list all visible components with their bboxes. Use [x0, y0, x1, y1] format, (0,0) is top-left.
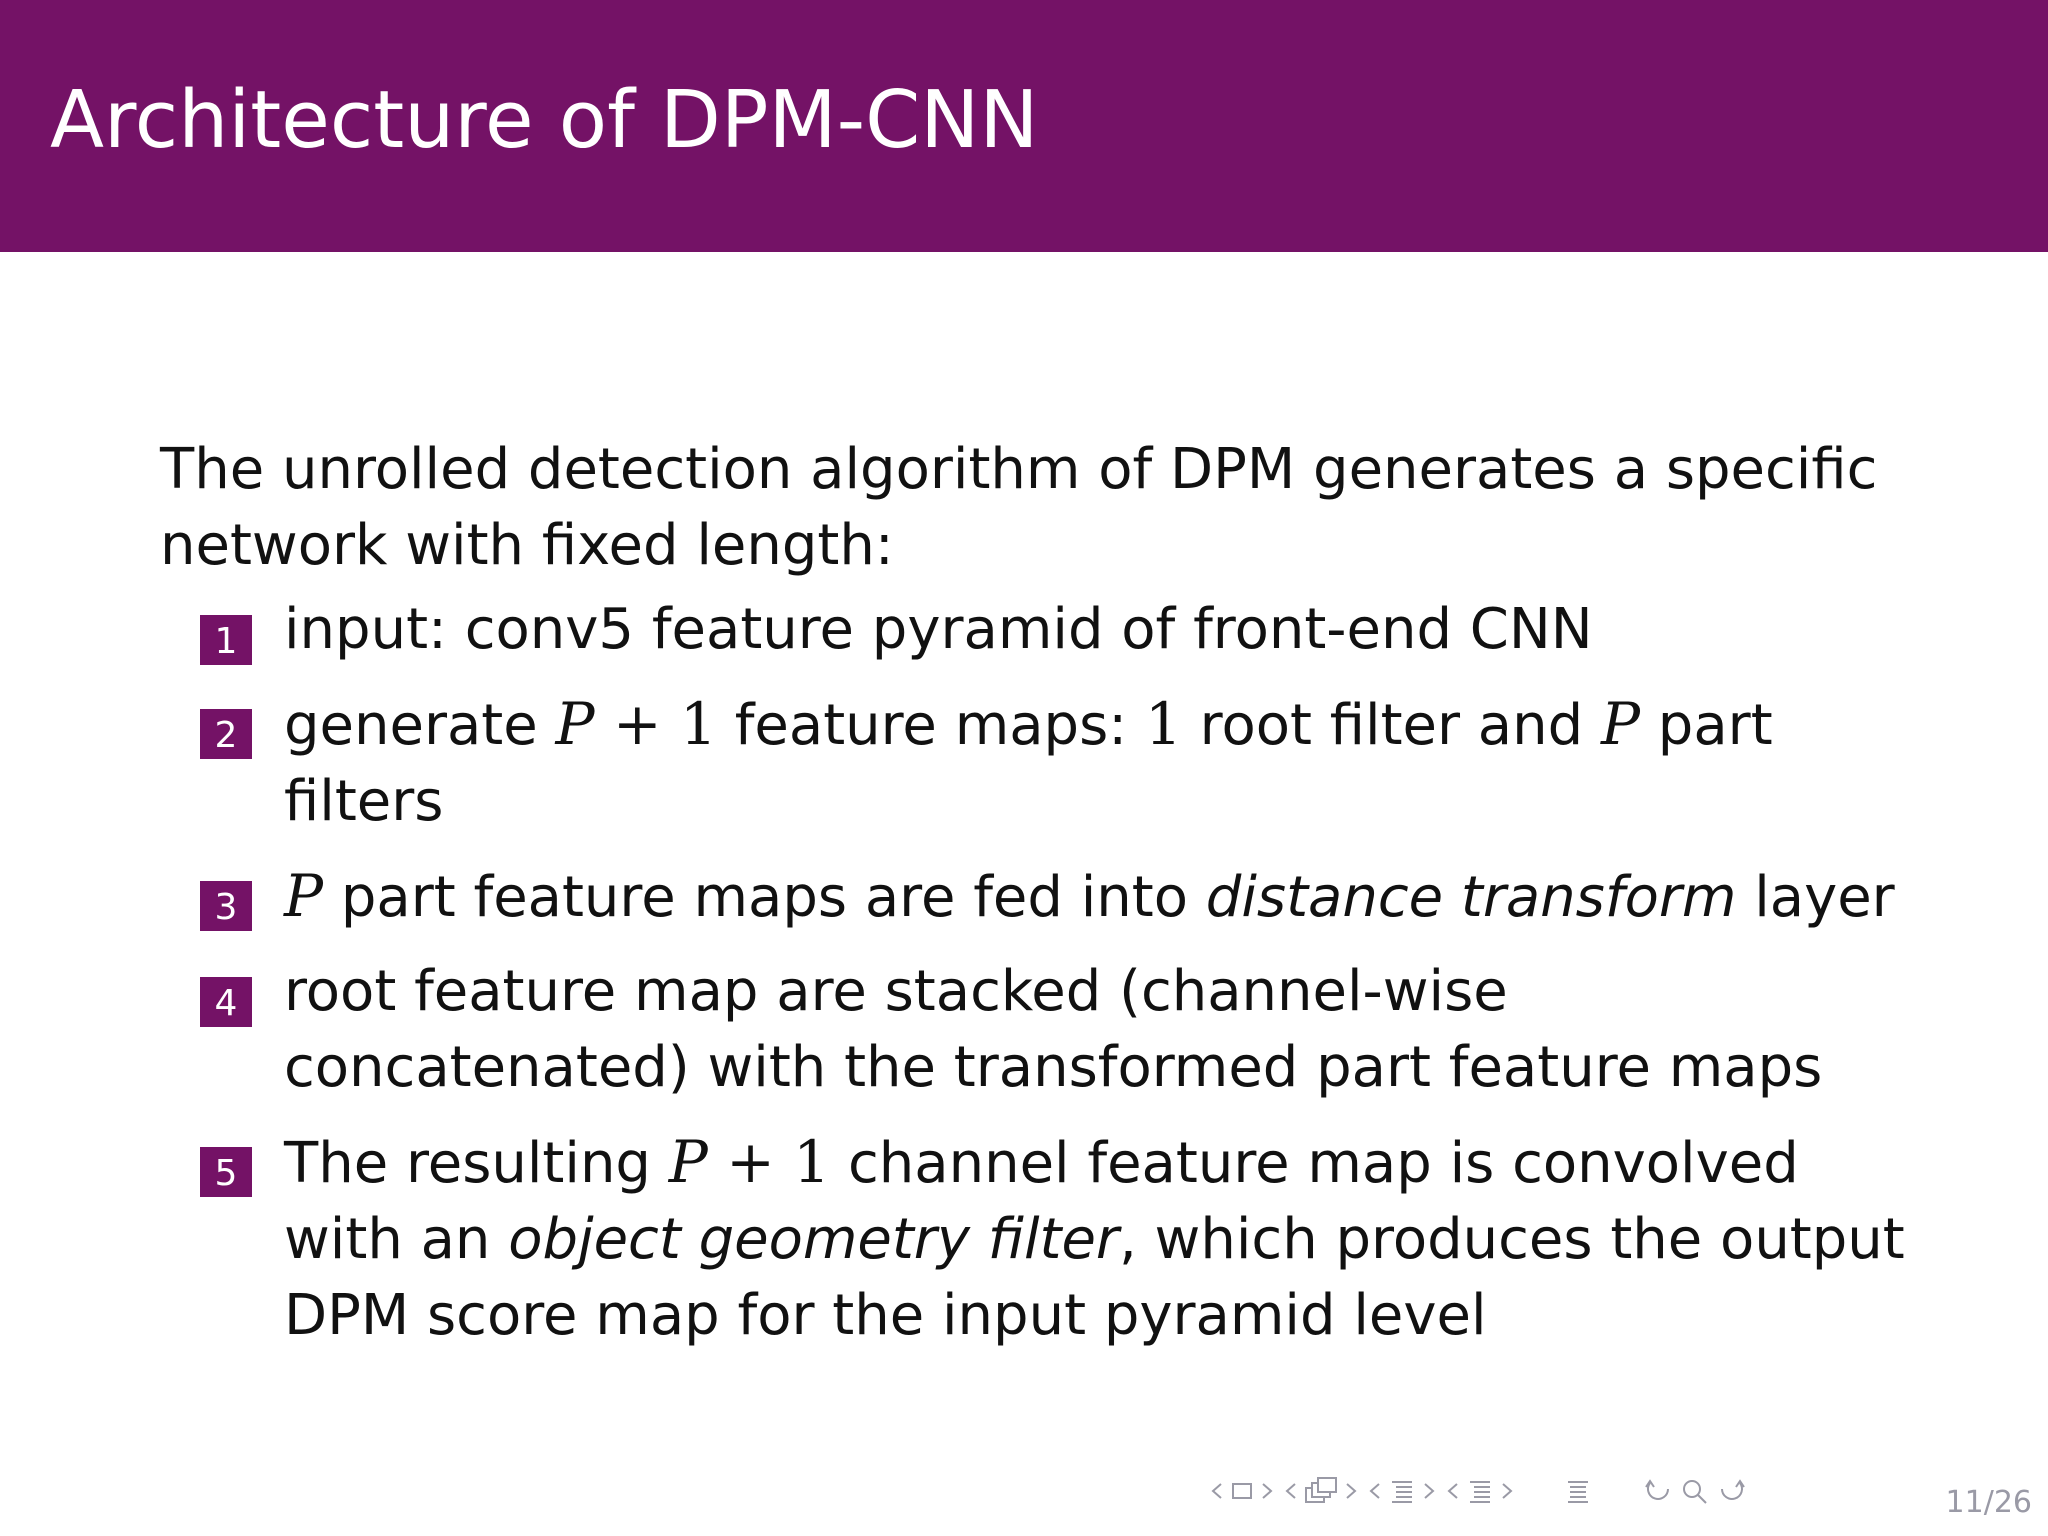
title-bar: Architecture of DPM-CNN	[0, 0, 2048, 252]
math-variable-p: P	[668, 1128, 708, 1196]
emphasis-text: object geometry filter	[508, 1207, 1119, 1272]
frame-next-icon[interactable]	[1260, 1480, 1274, 1502]
section-prev-icon[interactable]	[1368, 1480, 1382, 1502]
slide-title: Architecture of DPM-CNN	[50, 74, 1039, 166]
slide-content: The unrolled detection algorithm of DPM …	[160, 432, 1920, 1372]
item-text: generate	[284, 693, 556, 758]
section-next-icon[interactable]	[1422, 1480, 1436, 1502]
subsection-next-icon[interactable]	[1344, 1480, 1358, 1502]
slide-icon[interactable]	[1466, 1478, 1494, 1504]
beamer-navigation-bar	[1210, 1466, 1748, 1516]
item-text: input: conv5 feature pyramid of front-en…	[284, 597, 1593, 662]
emphasis-text: distance transform	[1205, 865, 1737, 930]
item-number-badge: 4	[200, 977, 252, 1027]
list-item: 1 input: conv5 feature pyramid of front-…	[160, 592, 1920, 668]
item-text: root feature map are stacked (channel-wi…	[284, 959, 1823, 1100]
list-item: 5 The resulting P + 1 channel feature ma…	[160, 1124, 1920, 1354]
frame-prev-icon[interactable]	[1210, 1480, 1224, 1502]
item-text: part filters	[284, 693, 1773, 834]
math-variable-p: P	[555, 690, 595, 758]
math-number-one: 1	[1144, 690, 1182, 758]
math-variable-p: P	[284, 862, 324, 930]
document-icon[interactable]	[1564, 1478, 1592, 1504]
enumerated-list: 1 input: conv5 feature pyramid of front-…	[160, 592, 1920, 1354]
item-number-badge: 3	[200, 881, 252, 931]
slide-next-icon[interactable]	[1500, 1480, 1514, 1502]
search-icon[interactable]	[1680, 1477, 1710, 1505]
subsection-prev-icon[interactable]	[1284, 1480, 1298, 1502]
list-item: 2 generate P + 1 feature maps: 1 root fi…	[160, 686, 1920, 840]
math-plus-one: + 1	[707, 1128, 831, 1196]
frame-icon[interactable]	[1230, 1480, 1254, 1502]
item-text: The resulting	[284, 1131, 669, 1196]
intro-paragraph: The unrolled detection algorithm of DPM …	[160, 437, 1878, 578]
section-icon[interactable]	[1388, 1478, 1416, 1504]
item-text: channel feature map is convolved with an	[284, 1131, 1799, 1272]
item-text: layer	[1736, 865, 1895, 930]
back-icon[interactable]	[1642, 1477, 1674, 1505]
math-variable-p: P	[1600, 690, 1640, 758]
list-item: 4 root feature map are stacked (channel-…	[160, 954, 1920, 1106]
item-text: feature maps:	[716, 693, 1145, 758]
page-number: 11/26	[1945, 1485, 2032, 1520]
math-plus-one: + 1	[594, 690, 717, 758]
item-number-badge: 2	[200, 709, 252, 759]
item-text: , which produces the output DPM score ma…	[284, 1207, 1905, 1348]
slide-prev-icon[interactable]	[1446, 1480, 1460, 1502]
forward-icon[interactable]	[1716, 1477, 1748, 1505]
subsection-icon[interactable]	[1304, 1476, 1338, 1506]
item-text: root filter and	[1181, 693, 1601, 758]
list-item: 3 P part feature maps are fed into dista…	[160, 858, 1920, 936]
item-number-badge: 1	[200, 615, 252, 665]
item-text: part feature maps are fed into	[323, 865, 1206, 930]
item-number-badge: 5	[200, 1147, 252, 1197]
